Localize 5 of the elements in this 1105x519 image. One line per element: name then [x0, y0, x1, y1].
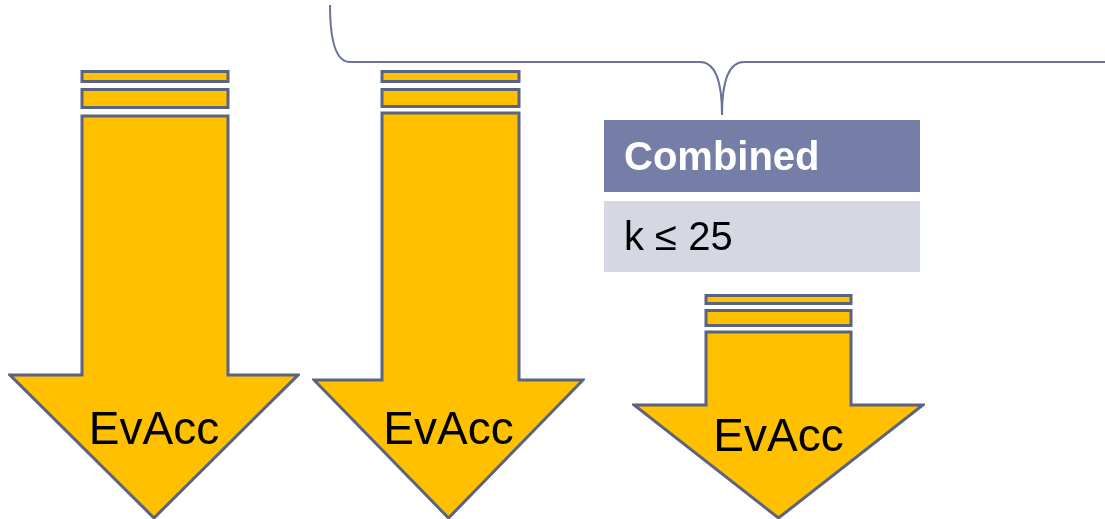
arrow-label: EvAcc	[382, 405, 515, 451]
condition-box: k ≤ 25	[604, 201, 920, 272]
arrow-label: EvAcc	[87, 405, 221, 451]
arrow-label: EvAcc	[712, 412, 845, 458]
header-box: Combined	[604, 120, 920, 192]
